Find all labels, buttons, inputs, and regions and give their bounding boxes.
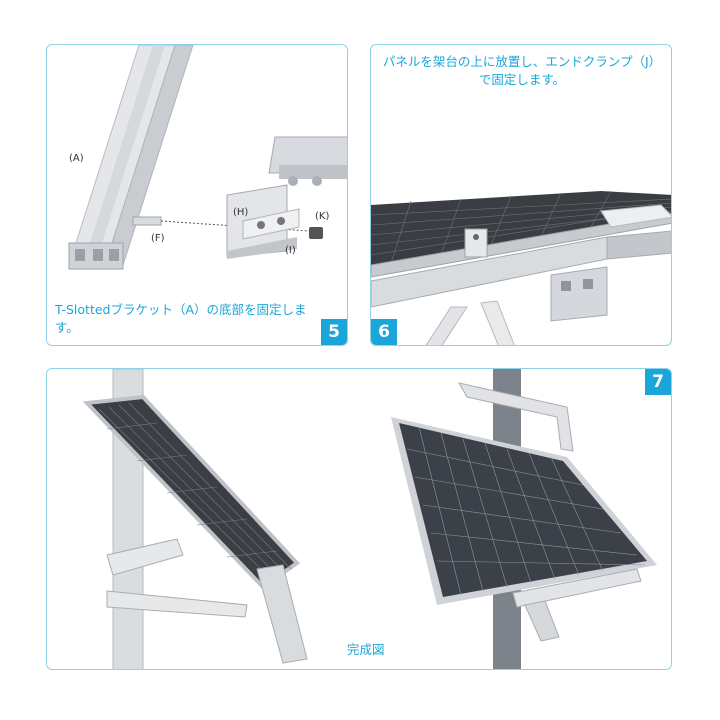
- step-5-badge: 5: [321, 319, 347, 345]
- label-k: (K): [315, 211, 330, 222]
- step-6-caption: パネルを架台の上に放置し、エンドクランプ（J）で固定します。: [382, 54, 662, 87]
- step-7-badge: 7: [645, 369, 671, 395]
- label-a: (A): [69, 153, 84, 164]
- label-f: (F): [151, 233, 165, 244]
- step-5-panel: (A) (F) (H) (I) (K) T-Slottedブラケット（A）の底部…: [46, 44, 348, 346]
- step-7-panel: 完成図 7: [46, 368, 672, 670]
- t-slotted-bracket-illustration: [68, 45, 347, 270]
- end-clamp-illustration: [371, 190, 671, 345]
- completed-installation-illustration: [82, 369, 657, 669]
- step-6-panel: パネルを架台の上に放置し、エンドクランプ（J）で固定します。 6: [370, 44, 672, 346]
- step-7-caption: 完成図: [347, 642, 385, 657]
- step-6-badge: 6: [371, 319, 397, 345]
- label-h: (H): [233, 207, 249, 218]
- label-i: (I): [285, 245, 296, 256]
- step-5-caption: T-Slottedブラケット（A）の底部を固定します。: [55, 302, 307, 335]
